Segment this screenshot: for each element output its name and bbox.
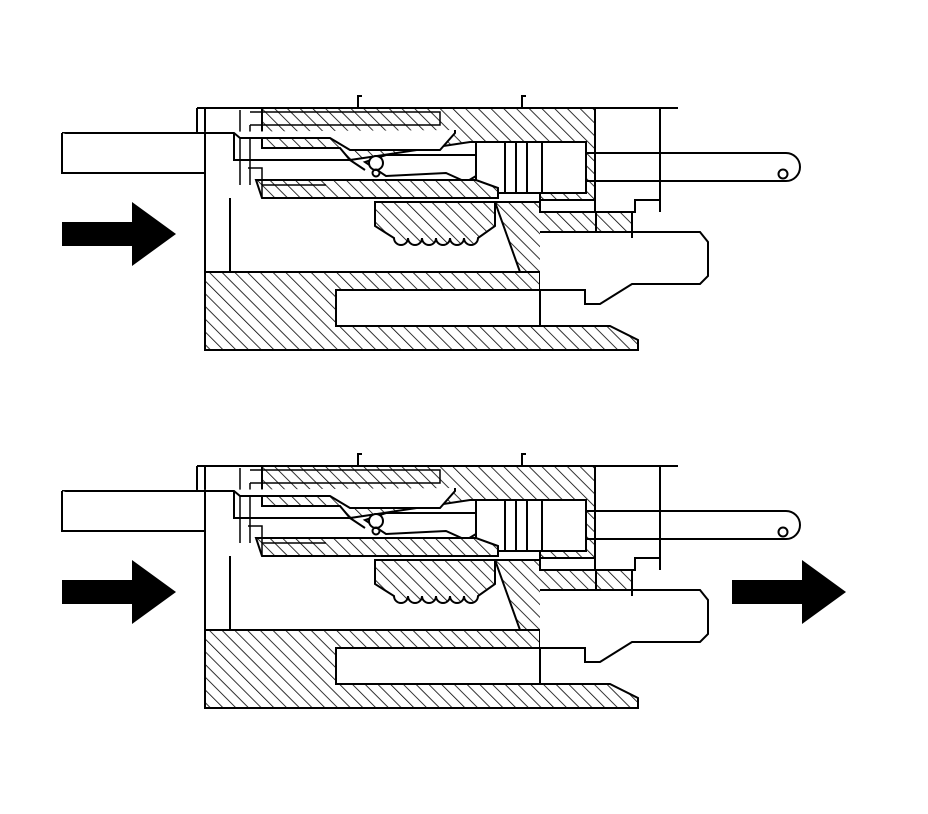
arrow-right-icon [62,560,176,624]
release-arrow-right-icon [732,560,846,624]
panel-bottom-connector [61,453,801,709]
arrow-right-icon [62,202,176,266]
panel-top-connector [61,95,801,351]
